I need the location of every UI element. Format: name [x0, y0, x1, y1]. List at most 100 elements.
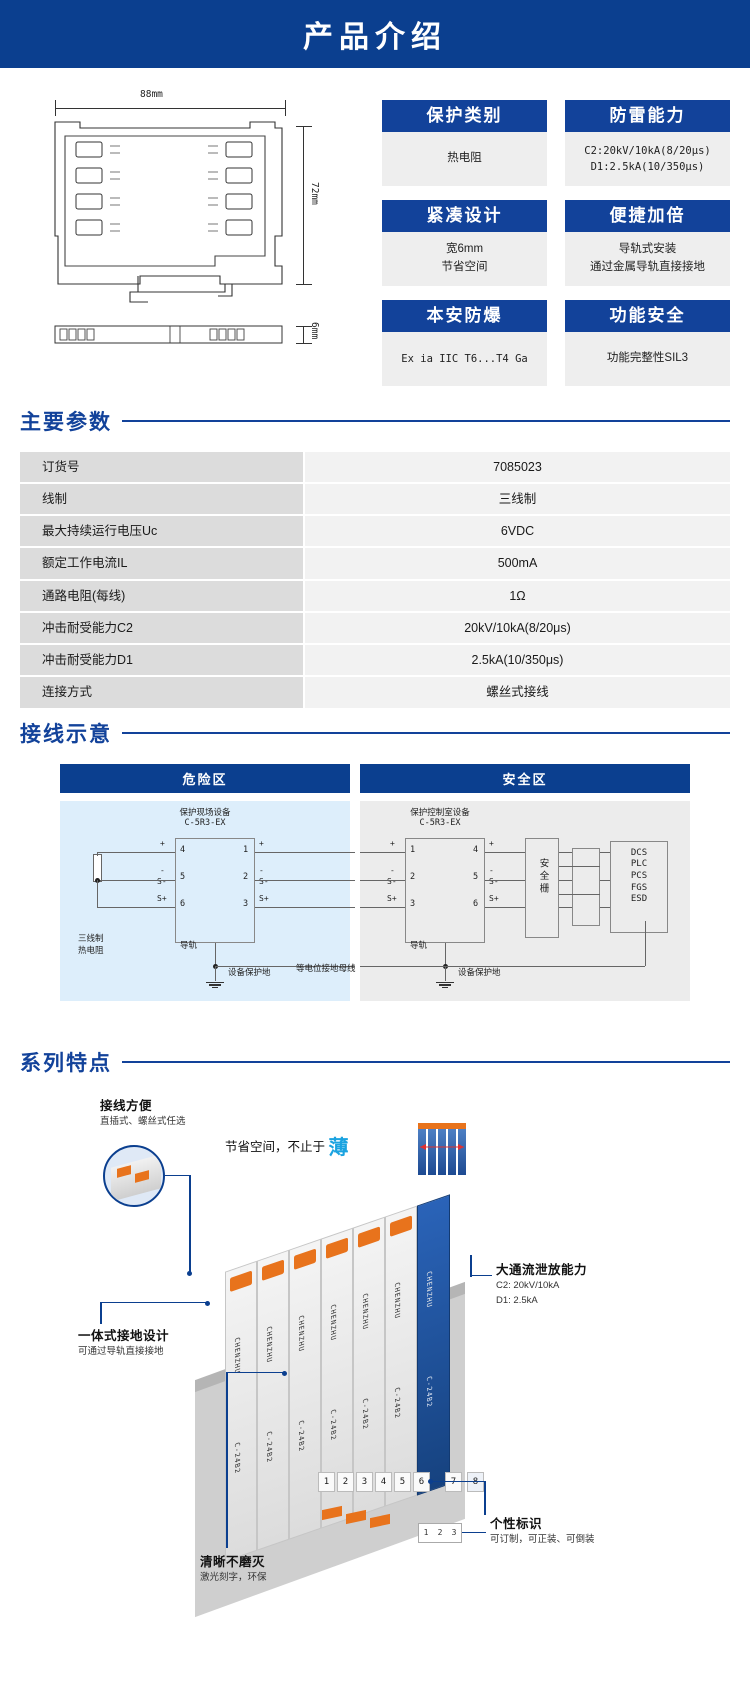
- terminal-number: 5: [473, 871, 479, 882]
- ground-symbol: [206, 981, 224, 989]
- series-features: CHENZHU CHENZHU CHENZHU CHENZHU CHENZHU …: [0, 1083, 750, 1693]
- param-value: 2.5kA(10/350μs): [305, 645, 730, 676]
- conn-divider-1: [559, 865, 600, 867]
- leader-dot-marking: [282, 1370, 287, 1376]
- depth-dim-tick-top: [296, 326, 312, 327]
- height-dim-tick-top: [296, 126, 312, 127]
- callout-thin-accent: 薄: [328, 1136, 349, 1159]
- thin-clamp-row: [418, 1122, 466, 1129]
- terminal-cell: 3: [356, 1471, 373, 1492]
- ground-label: 设备保护地: [458, 966, 501, 977]
- terminal-sign: S+: [387, 893, 397, 903]
- terminal-cell: 5: [394, 1471, 411, 1492]
- callout-sub: 激光刻字，环保: [200, 1572, 267, 1584]
- wire-rtd-down: [97, 879, 98, 907]
- zone-title: 安全区: [360, 763, 690, 793]
- module-slice: [385, 1205, 417, 1507]
- wire-to-barrier-top: [485, 851, 525, 853]
- table-row: 冲击耐受能力C2 20kV/10kA(8/20μs): [20, 612, 730, 644]
- equipotential-bus-label: 等电位接地母线: [296, 962, 356, 973]
- section-header-wiring: 接线示意: [20, 718, 730, 748]
- housing-outline-svg: [54, 121, 283, 303]
- device-caption: 保护控制室设备 C-5R3-EX: [290, 807, 590, 830]
- callout-identity: 个性标识 可订制，可正装、可倒装: [490, 1515, 595, 1548]
- param-key: 线制: [20, 483, 303, 515]
- param-key: 最大持续运行电压Uc: [20, 516, 303, 547]
- system-item: PLC: [630, 859, 648, 870]
- device-model: C-5R3-EX: [419, 818, 461, 829]
- section-header-series: 系列特点: [20, 1047, 730, 1077]
- system-item: PCS: [630, 871, 648, 881]
- system-item: ESD: [630, 894, 648, 905]
- feature-body: 宽6mm 节省空间: [382, 232, 547, 286]
- device-name: 保护控制室设备: [410, 806, 470, 817]
- feature-line: Ex ia IIC T6...T4 Ga: [401, 352, 528, 365]
- depth-label: 6mm: [309, 322, 320, 340]
- feature-line: 通过金属导轨直接接地: [590, 260, 705, 273]
- wire-conn-sys-mid: [600, 879, 610, 881]
- terminal-number: 4: [180, 844, 186, 855]
- width-dim-line: [55, 108, 285, 109]
- terminal-cell: 1: [318, 1471, 335, 1492]
- wire-in-top: [360, 851, 405, 853]
- model-label: C-24B2: [297, 1418, 305, 1453]
- table-row: 连接方式 螺丝式接线: [20, 677, 730, 708]
- leader-line-wiring: [165, 1174, 191, 1177]
- model-label: C-24B2: [361, 1396, 369, 1431]
- table-row: 冲击耐受能力D1 2.5kA(10/350μs): [20, 645, 730, 676]
- width-dim-tick-left: [55, 100, 56, 116]
- terminal-sign: S-: [387, 876, 397, 886]
- wire-rtd-bottom: [97, 906, 175, 908]
- depth-dim-tick-bottom: [296, 343, 312, 344]
- height-dim-tick-bottom: [296, 284, 312, 285]
- terminal-sign: -: [160, 865, 165, 875]
- terminal-sign: S+: [157, 893, 167, 903]
- width-dim-tick-right: [285, 100, 286, 116]
- callout-marking: 清晰不磨灭 激光刻字，环保: [200, 1553, 267, 1586]
- zone-title: 危险区: [60, 763, 350, 793]
- callout-title: 大通流泄放能力: [496, 1262, 588, 1277]
- feature-compact-design: 紧凑设计 宽6mm 节省空间: [382, 199, 547, 286]
- thin-slice: [438, 1128, 446, 1175]
- wire-rtd-mid: [97, 879, 175, 881]
- module-slice: [289, 1238, 321, 1540]
- feature-title: 本安防爆: [382, 299, 547, 332]
- zone-body: 保护控制室设备 C-5R3-EX 1 2 3 4 5 6 + - S- S+ +…: [360, 800, 690, 1001]
- thin-slice: [448, 1128, 456, 1175]
- ground-drop-line: [215, 966, 216, 981]
- zoom-detail-thin: [418, 1119, 488, 1177]
- table-row: 通路电阻(每线) 1Ω: [20, 580, 730, 611]
- rail-label: 导轨: [410, 939, 428, 950]
- feature-title: 防雷能力: [565, 100, 730, 133]
- wire-to-barrier-bottom: [485, 906, 525, 908]
- leader-line-wiring-v: [189, 1174, 191, 1273]
- feature-body: C2:20kV/10kA(8/20μs) D1:2.5kA(10/350μs): [565, 132, 730, 186]
- terminal-sign: +: [259, 838, 264, 848]
- thin-slice: [418, 1128, 426, 1175]
- safety-barrier-box: [525, 837, 559, 938]
- conn-divider-2: [559, 893, 600, 895]
- brand-label: CHENZHU: [393, 1280, 401, 1321]
- height-label: 72mm: [309, 182, 320, 205]
- leader-line-grounding: [100, 1301, 206, 1304]
- param-key: 通路电阻(每线): [20, 580, 303, 611]
- wire-rtd-top: [97, 851, 175, 853]
- zoom-detail-connector: [103, 1144, 165, 1207]
- terminal-number: 2: [410, 871, 416, 882]
- model-label: C-24B2: [393, 1385, 401, 1420]
- hazardous-zone: 危险区 保护现场设备 C-5R3-EX 4 5 6 1 2 3 + -: [60, 763, 355, 1001]
- terminal-sign: S+: [489, 893, 499, 903]
- param-value: 500mA: [305, 548, 730, 579]
- feature-convenience: 便捷加倍 导轨式安装 通过金属导轨直接接地: [565, 199, 730, 286]
- callout-line-2: D1: 2.5kA: [496, 1294, 538, 1306]
- terminal-cell: 2: [337, 1471, 354, 1492]
- zone-body: 保护现场设备 C-5R3-EX 4 5 6 1 2 3 + - S- S+: [60, 800, 355, 1001]
- callout-title: 接线方便: [100, 1098, 153, 1113]
- model-label-blue: C-24B2: [425, 1374, 433, 1409]
- table-row: 线制 三线制: [20, 483, 730, 515]
- side-view-svg: [54, 325, 283, 344]
- terminal-number: 6: [180, 898, 186, 909]
- terminal-number: 3: [410, 898, 416, 909]
- model-label: C-24B2: [329, 1407, 337, 1442]
